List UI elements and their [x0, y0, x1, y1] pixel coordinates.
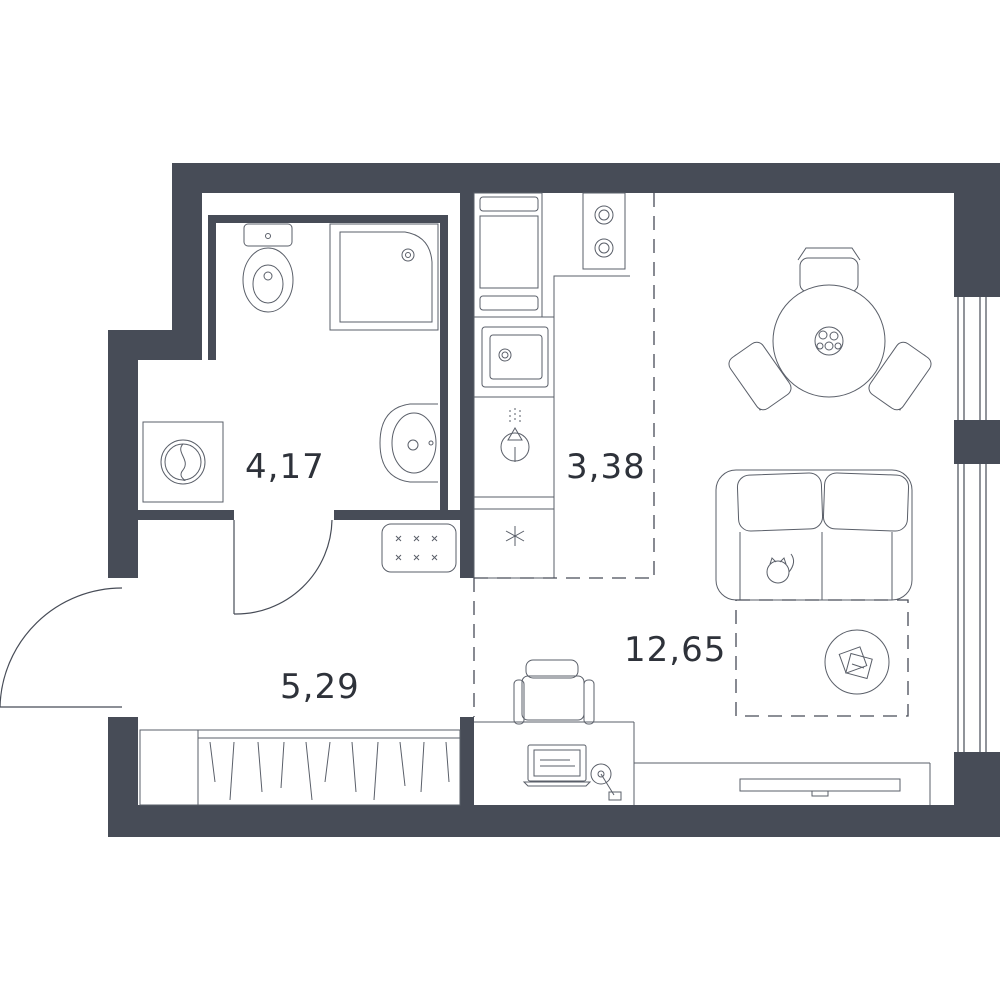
bathroom-door [233, 519, 333, 615]
desk-lamp-icon [590, 763, 622, 801]
wall-left-mid [108, 330, 138, 578]
washbasin [379, 403, 438, 483]
wall-bath-top [212, 215, 444, 223]
rug [735, 599, 909, 717]
living-area-label: 12,65 [624, 630, 726, 670]
cat-icon [766, 553, 795, 584]
wall-partition-kitchen [460, 193, 474, 578]
wall-bath-bottom-left [138, 510, 234, 520]
toilet [242, 223, 294, 313]
laptop-icon [522, 744, 592, 787]
entrance-door [0, 587, 123, 708]
snowflake-icon [505, 526, 525, 546]
shower-tray [329, 223, 439, 331]
wall-right-lower [954, 752, 1000, 837]
wall-left-upper [172, 163, 202, 359]
wall-partition-hall-lower [460, 717, 474, 807]
washing-machine [142, 421, 224, 503]
tv-icon [739, 778, 901, 797]
wall-right-pier [954, 420, 1000, 464]
kitchen-cabinets [473, 192, 630, 579]
wall-right-upper [954, 163, 1000, 297]
coffee-table [824, 629, 890, 695]
desk [474, 659, 635, 805]
bathroom-area-label: 4,17 [245, 447, 325, 487]
sofa [715, 469, 913, 601]
wall-bath-right [440, 215, 448, 520]
wardrobe [139, 729, 461, 806]
shoe-bench [381, 523, 457, 573]
window-lower [954, 464, 1000, 752]
kitchen-area-label: 3,38 [566, 447, 646, 487]
wall-bath-left [208, 215, 216, 360]
hallway-area-label: 5,29 [280, 667, 360, 707]
flower-vase-icon [814, 326, 844, 356]
tv-stand [634, 762, 931, 805]
wall-bath-bottom-right [334, 510, 460, 520]
dining-table [728, 247, 932, 411]
wall-bottom [108, 805, 1000, 837]
walls [108, 163, 1000, 837]
magazines-icon [838, 646, 873, 680]
desk-chair [513, 659, 595, 725]
window-upper [954, 297, 1000, 420]
wall-top [172, 163, 1000, 193]
kitchen-zone-boundary [474, 193, 655, 579]
